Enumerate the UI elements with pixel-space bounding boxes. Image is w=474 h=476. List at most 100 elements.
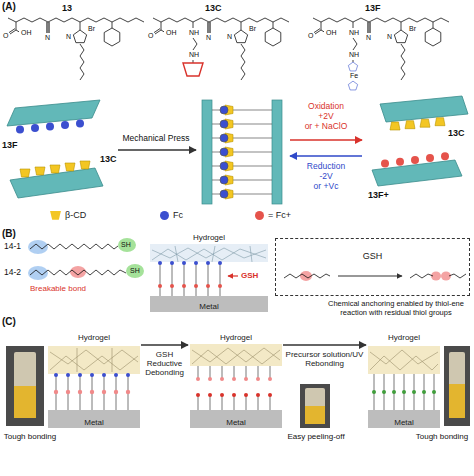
legend-item: = Fc+: [255, 210, 291, 220]
structure-13f: [313, 18, 449, 22]
arrow-label: or +Vc: [288, 182, 364, 192]
legend-text: β-CD: [65, 210, 86, 220]
arrow-label: Mechanical Press: [114, 134, 198, 144]
bonded-surfaces: [220, 106, 228, 114]
structure-13: [9, 22, 19, 34]
structure-13f: [368, 22, 370, 33]
photo-caption: Tough bonding: [412, 432, 472, 441]
vial-photo: [300, 384, 330, 428]
oxidized-surfaces: [435, 118, 445, 126]
interface-panel: HydrogelMetal: [48, 332, 140, 428]
process-arrow: [141, 344, 188, 346]
bonded-interface: [78, 373, 82, 377]
node-text: Hydrogel: [220, 333, 252, 342]
oxidized-surfaces: [372, 96, 468, 186]
structure-13f: [401, 44, 405, 80]
debonded-interface: [258, 396, 259, 410]
separate-surfaces: [61, 121, 69, 129]
oxidized-surfaces: [411, 156, 419, 164]
panel-letter: (C): [2, 316, 16, 328]
separate-surfaces: [16, 126, 24, 134]
structure-13f: [401, 22, 402, 30]
debonded-interface: [196, 393, 200, 397]
interface-illustration: [220, 262, 221, 296]
atom-label: OH: [166, 29, 177, 37]
oxidized-surfaces: [441, 152, 449, 160]
debonded-interface: [268, 393, 272, 397]
structure-13: [112, 22, 113, 28]
structure-13: [104, 28, 120, 46]
structure-14-2: [28, 264, 144, 280]
atom-label: N: [66, 33, 71, 41]
legend-swatch: [50, 211, 61, 220]
cleavage-reaction: [284, 274, 330, 278]
bonded-interface: [48, 346, 140, 428]
interface-illustration: [218, 284, 222, 288]
arrow-label: GSH Reductive Debonding: [143, 350, 186, 378]
compound-number: 13F+: [368, 190, 389, 200]
compound-number: 13: [62, 3, 72, 13]
bonded-interface: [48, 346, 140, 374]
bonded-surfaces: [220, 134, 228, 142]
process-arrows: [290, 139, 362, 141]
structure-14-1: [118, 238, 136, 252]
structure-13c: [241, 44, 245, 80]
separate-surfaces: [80, 161, 90, 169]
bonded-surfaces: [233, 166, 272, 167]
arrow-label: Precursor solution/UV Rebonding: [285, 350, 364, 368]
interface-illustration: [158, 284, 222, 288]
debonded-interface: [246, 366, 247, 378]
structure-13f: [313, 18, 449, 90]
compound-number: 13C: [100, 154, 117, 164]
bonded-surfaces: [272, 100, 282, 204]
rebonded-interface: [422, 390, 426, 394]
structure-13f: [425, 28, 441, 46]
structure-13: [8, 18, 144, 80]
atom-label: N: [45, 34, 50, 42]
bonded-surfaces: [233, 124, 272, 125]
interface-illustration: [172, 262, 173, 296]
rebonded-interface: [372, 390, 436, 394]
interface-illustration: [206, 261, 210, 265]
structure-13c: [153, 18, 289, 80]
atom-label: N: [206, 34, 211, 42]
bonded-surfaces: [233, 180, 272, 181]
debonded-interface: [208, 393, 212, 397]
rebonded-interface: [368, 410, 440, 428]
bonded-interface: [54, 373, 58, 377]
rebonded-interface: [368, 346, 440, 428]
debonded-interface: [196, 377, 200, 381]
interface-illustration: [160, 262, 161, 296]
debonded-interface: [198, 396, 199, 410]
structure-13c: [154, 22, 164, 34]
bonded-surfaces: [212, 180, 220, 181]
interface-illustration: [194, 284, 198, 288]
arrow-label: -2V: [288, 172, 364, 182]
bonded-interface: [48, 410, 140, 428]
oxidized-surfaces: [426, 154, 434, 162]
structure-13c: [273, 22, 274, 28]
atom-label: O: [3, 32, 8, 40]
interface-illustration: [150, 244, 268, 312]
compound-number: 13C: [205, 3, 222, 13]
cleavage-reaction: [410, 274, 433, 278]
structure-14-2: [30, 270, 126, 275]
interface-illustration: [184, 262, 185, 296]
legend-text: Fc: [173, 210, 183, 220]
process-arrows: [118, 149, 196, 151]
oxidized-surfaces: [381, 160, 389, 168]
interface-panel: HydrogelMetal: [368, 332, 440, 428]
structure-13: [8, 18, 144, 22]
debonded-interface: [222, 366, 223, 378]
atom-label: NH: [189, 51, 199, 59]
debonded-interface: [244, 393, 248, 397]
rebonded-interface: [432, 390, 436, 394]
arrow-label: Reduction: [288, 162, 364, 172]
panel-letter: (A): [2, 1, 16, 13]
bonded-surfaces: [212, 138, 220, 139]
vial-photo: [6, 346, 44, 426]
interface-illustration: [150, 296, 268, 312]
debonded-interface: [234, 366, 235, 378]
node-text: Metal: [199, 302, 219, 311]
